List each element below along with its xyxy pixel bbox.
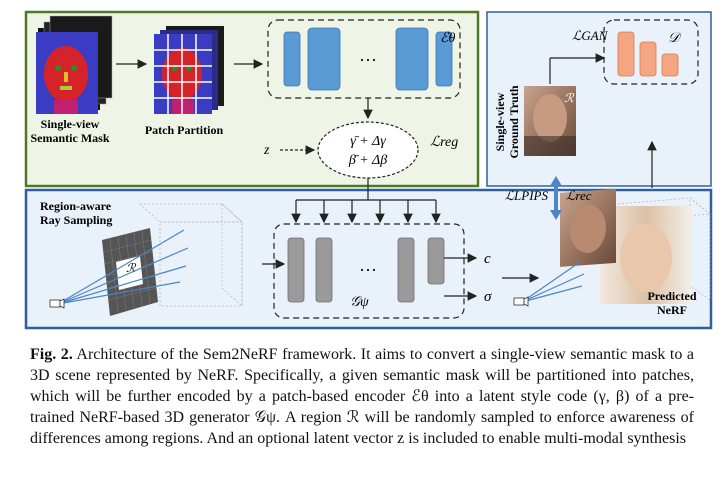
style-code-line2: β̄ + Δβ [348, 153, 387, 168]
semantic-mask-image [36, 15, 113, 114]
density-output-label: σ [484, 289, 492, 305]
generator-symbol: 𝒢ψ [350, 295, 369, 310]
recon-loss-arrow-up [550, 176, 562, 186]
style-code-cloud [317, 121, 419, 179]
encoder-box [267, 19, 461, 99]
predicted-rays [521, 261, 585, 303]
ground-truth-label-1: Single-view [493, 92, 507, 151]
caption-text: Architecture of the Sem2NeRF framework. … [30, 346, 695, 447]
recon-loss-arrow-down [550, 210, 562, 220]
discriminator-box [603, 19, 699, 85]
region-aware-label-1: Region-aware [40, 199, 112, 213]
architecture-diagram: Single-view Semantic Mask Patch Partitio… [24, 10, 713, 330]
predicted-nerf-image [560, 188, 712, 304]
patch-partition-label: Patch Partition [145, 123, 224, 137]
rec-loss-label: ℒrec [566, 188, 592, 203]
generator-block [315, 237, 333, 303]
reg-loss-label: ℒreg [430, 135, 458, 150]
generator-dots: ··· [359, 260, 377, 280]
disc-block [639, 41, 657, 77]
color-output-label: c [484, 251, 491, 267]
figure-caption: Fig. 2. Architecture of the Sem2NeRF fra… [30, 344, 694, 449]
architecture-figure: Single-view Semantic Mask Patch Partitio… [24, 10, 713, 330]
camera-icon [513, 296, 529, 307]
encoder-block [435, 31, 453, 87]
disc-block [617, 31, 635, 77]
caption-label: Fig. 2. [30, 346, 73, 363]
region-aware-label-2: Ray Sampling [40, 213, 112, 227]
generator-block [397, 237, 415, 303]
generator-block [287, 237, 305, 303]
style-code-line1: γ̄ + Δγ [350, 134, 386, 149]
patch-partition-image [154, 26, 224, 114]
encoder-dots: ··· [359, 50, 377, 70]
disc-block [661, 53, 679, 77]
region-symbol: ℛ [564, 91, 575, 105]
generator-block [427, 237, 445, 285]
region-symbol: ℛ [126, 261, 137, 275]
ground-truth-label-2: Ground Truth [507, 85, 521, 158]
camera-rays [57, 229, 189, 305]
gan-loss-label: ℒGAN [572, 28, 609, 43]
disc-symbol: 𝒟 [668, 31, 682, 46]
encoder-block [307, 27, 341, 91]
encoder-symbol: ℰθ [440, 31, 455, 46]
predicted-label-2: NeRF [657, 303, 687, 317]
encoder-block [395, 27, 429, 91]
encoder-block [283, 31, 301, 87]
predicted-label-1: Predicted [647, 289, 696, 303]
z-label: z [263, 143, 270, 158]
generator-box [273, 223, 465, 319]
semantic-mask-label-2: Semantic Mask [31, 131, 110, 145]
lpips-loss-label: ℒLPIPS [505, 188, 549, 203]
semantic-mask-label-1: Single-view [41, 117, 100, 131]
ground-truth-image [524, 86, 576, 156]
camera-icon [49, 298, 65, 309]
